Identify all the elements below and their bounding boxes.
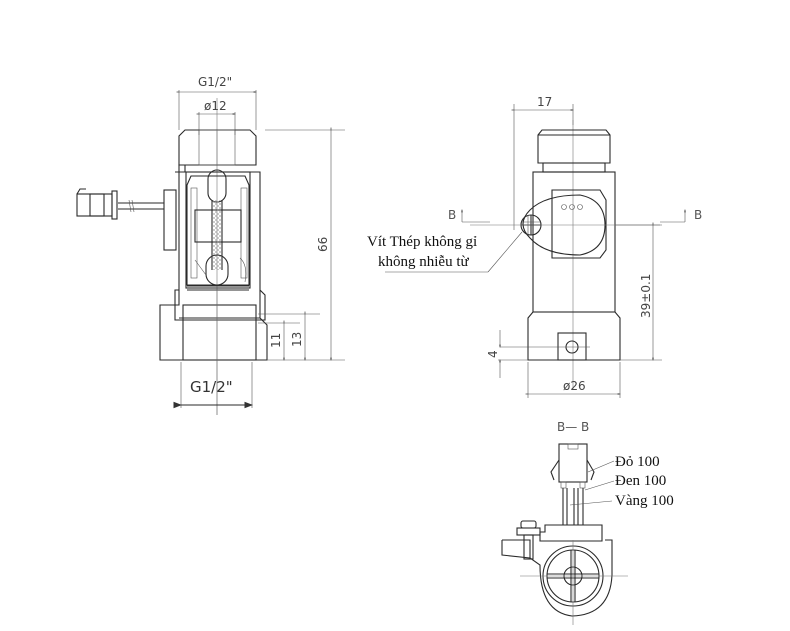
wire-label-yellow: Vàng 100 xyxy=(615,493,674,509)
dim-11-label: 11 xyxy=(269,333,283,348)
wire-label-black: Đen 100 xyxy=(615,473,666,489)
screw-note-line1: Vít Thép không gỉ xyxy=(367,234,477,250)
thread-top-label: G1/2" xyxy=(198,75,232,89)
height-66-label: 66 xyxy=(316,237,330,252)
section-b-b-view: B— B Đỏ 100 Đen 100 Vàng 100 xyxy=(501,420,674,625)
screw-note-line2: không nhiễu từ xyxy=(378,254,469,270)
bore-diameter-label: ø12 xyxy=(204,99,227,113)
height-39-label: 39±0.1 xyxy=(639,274,653,318)
right-front-view: 17 B B Vít Thép không gỉ không nhiễu từ xyxy=(367,95,702,398)
thread-bottom-label: G1/2" xyxy=(190,378,233,396)
left-section-view: G1/2" ø12 xyxy=(76,75,345,415)
diameter-26-label: ø26 xyxy=(563,379,586,393)
dim-17-label: 17 xyxy=(537,95,552,109)
dim-13-label: 13 xyxy=(290,332,304,347)
section-title: B— B xyxy=(557,420,589,434)
section-marker-left: B xyxy=(448,208,456,222)
dim-4-label: 4 xyxy=(486,350,500,358)
wire-label-red: Đỏ 100 xyxy=(615,454,660,470)
section-marker-right: B xyxy=(694,208,702,222)
